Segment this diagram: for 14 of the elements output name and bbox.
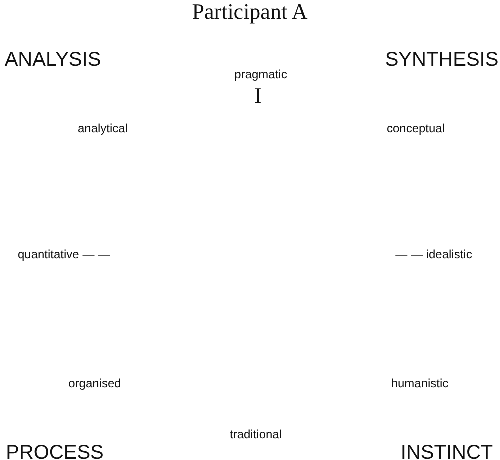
quadrant-heading: ANALYSIS — [4, 49, 102, 71]
quadrant-heading: PROCESS — [6, 442, 104, 460]
roman-numeral: I — [254, 84, 262, 108]
axis-label: humanistic — [391, 377, 449, 391]
axis-label: analytical — [78, 122, 128, 136]
quadrant-heading: SYNTHESIS — [385, 49, 499, 71]
axis-label: conceptual — [386, 122, 446, 136]
axis-label: — — idealistic — [396, 248, 472, 262]
quadrant-heading: INSTINCT — [400, 442, 494, 460]
axis-label: quantitative — — — [18, 248, 110, 262]
chart-title: Participant A — [192, 0, 308, 24]
axis-label: organised — [68, 377, 122, 391]
axis-label: pragmatic — [234, 68, 288, 82]
axis-label: traditional — [230, 428, 282, 442]
